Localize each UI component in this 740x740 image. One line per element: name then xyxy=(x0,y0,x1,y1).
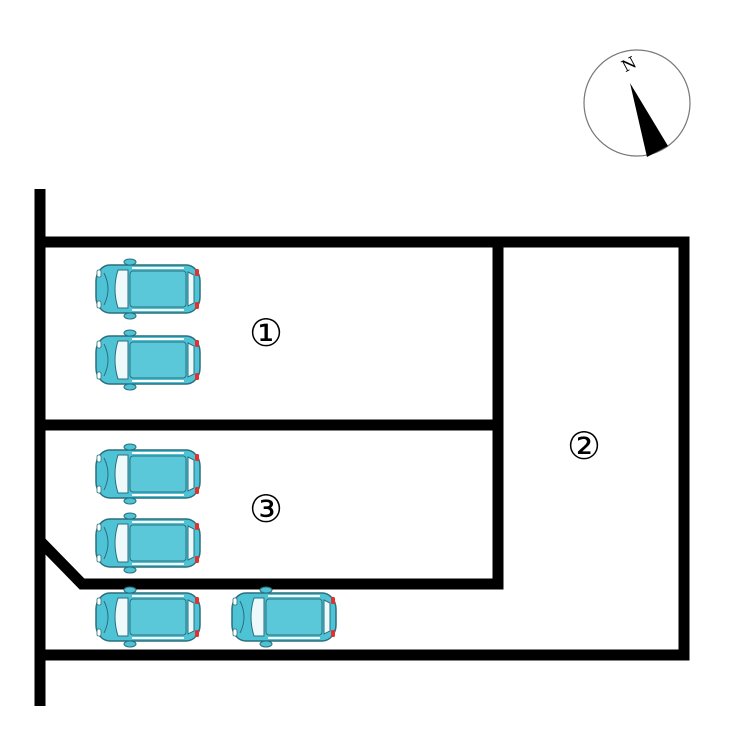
car-icon xyxy=(95,443,201,505)
car-icon xyxy=(95,329,201,391)
car-icon xyxy=(95,512,201,574)
lot-1-label: ① xyxy=(249,311,283,355)
lot-2-label: ② xyxy=(567,424,601,468)
car-icon xyxy=(95,586,201,648)
north-arrow-icon xyxy=(630,83,668,157)
lot-3-boundary xyxy=(36,425,504,590)
outer-boundary xyxy=(40,236,690,661)
compass: N xyxy=(583,49,691,157)
car-icon xyxy=(95,258,201,320)
car-icon xyxy=(231,586,337,648)
boundary-lines xyxy=(34,189,690,706)
lot-3-label: ③ xyxy=(249,487,283,531)
